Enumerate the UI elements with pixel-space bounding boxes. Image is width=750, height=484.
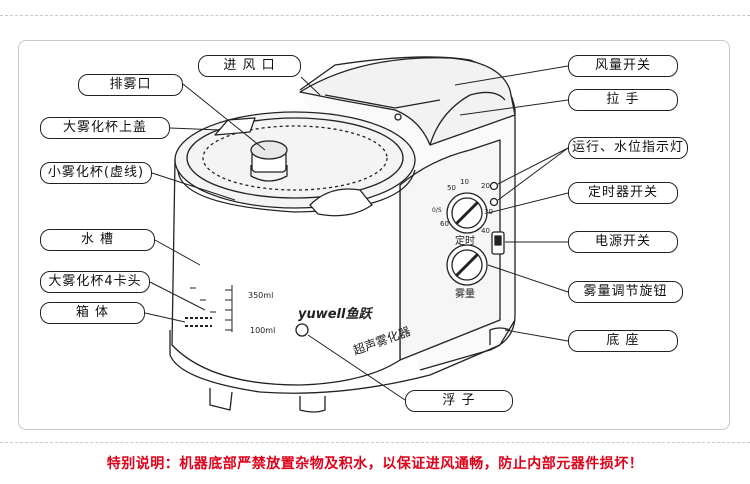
timer-mark-20: 20 [481, 182, 490, 190]
volume-text: 雾量 [455, 288, 475, 300]
timer-mark-60: 60 [440, 220, 449, 228]
timer-mark-10: 10 [460, 178, 469, 186]
label-base: 底 座 [568, 330, 678, 352]
warning-notice: 特别说明：机器底部严禁放置杂物及积水，以保证进风通畅，防止内部元器件损坏！ [106, 456, 644, 472]
label-water-tank: 水 槽 [40, 229, 155, 251]
label-power-switch: 电源开关 [568, 231, 678, 253]
brand-text: yuwell鱼跃 [298, 306, 373, 322]
scale-100-text: 100ml [250, 326, 275, 335]
timer-mark-40: 40 [481, 227, 490, 235]
label-large-cup-lid: 大雾化杯上盖 [40, 117, 170, 139]
bottom-dashed-rule [0, 442, 750, 443]
label-timer-switch: 定时器开关 [568, 182, 678, 204]
timer-mark-30: 30 [484, 208, 493, 216]
label-small-cup: 小雾化杯(虚线) [40, 162, 152, 184]
label-housing: 箱 体 [40, 302, 145, 324]
label-air-inlet: 进 风 口 [198, 55, 301, 77]
timer-mark-0s: 0/S [432, 207, 442, 214]
label-exhaust-port: 排雾口 [78, 74, 183, 96]
timer-text: 定时 [455, 234, 475, 247]
label-volume-knob: 雾量调节旋钮 [568, 281, 683, 303]
label-cup-clips: 大雾化杯4卡头 [40, 271, 150, 293]
label-handle: 拉 手 [568, 89, 678, 111]
diagram-frame [18, 40, 730, 430]
top-dashed-rule [0, 15, 750, 16]
label-float: 浮 子 [405, 390, 513, 412]
label-indicator-lights: 运行、水位指示灯 [568, 137, 688, 159]
scale-350-text: 350ml [248, 291, 273, 300]
label-fan-switch: 风量开关 [568, 55, 678, 77]
timer-mark-50: 50 [447, 184, 456, 192]
